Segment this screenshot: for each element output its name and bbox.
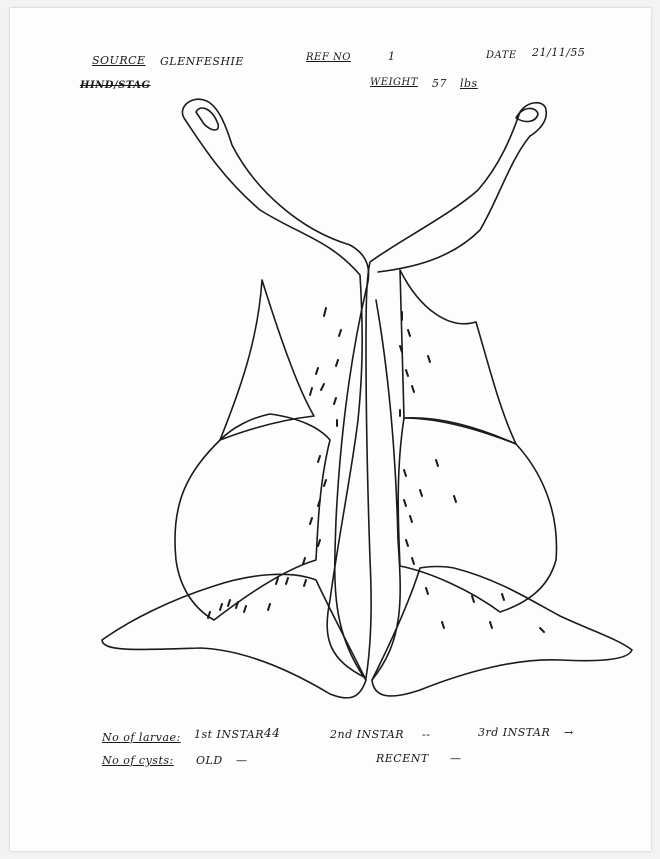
- left-horn-eye: [196, 108, 218, 130]
- larva-mark: [268, 604, 270, 610]
- left-horn-outline: [182, 99, 368, 678]
- larva-mark: [316, 368, 318, 374]
- larva-mark: [428, 356, 430, 362]
- larva-mark: [339, 330, 341, 336]
- larva-mark: [406, 540, 408, 546]
- old-label: OLD: [196, 754, 223, 767]
- larva-mark: [408, 330, 410, 336]
- third-instar-label: 3rd INSTAR: [478, 726, 550, 739]
- larva-mark: [404, 470, 406, 476]
- larva-mark: [420, 490, 422, 496]
- larva-mark: [286, 578, 288, 584]
- second-instar-label: 2nd INSTAR: [330, 728, 404, 741]
- larva-mark: [310, 388, 312, 395]
- larva-mark: [502, 594, 504, 600]
- right-lower-wing: [372, 567, 632, 696]
- larva-mark: [410, 516, 412, 522]
- right-mid-lobe: [398, 418, 556, 612]
- larva-mark: [310, 518, 312, 524]
- recent-value: —: [450, 752, 462, 765]
- first-instar-value: 44: [264, 726, 280, 740]
- larvae-marks: [208, 308, 544, 632]
- larva-mark: [412, 386, 414, 392]
- larva-mark: [454, 496, 456, 502]
- larva-mark: [540, 628, 544, 632]
- larva-mark: [321, 384, 324, 390]
- larva-mark: [244, 606, 246, 612]
- left-mid-lobe: [175, 414, 330, 620]
- old-value: —: [236, 754, 248, 767]
- left-lower-wing: [102, 574, 366, 698]
- larva-mark: [220, 604, 222, 610]
- larva-mark: [276, 578, 278, 584]
- larva-mark: [436, 460, 438, 466]
- right-horn-outline: [366, 103, 546, 678]
- second-instar-value: --: [422, 728, 430, 741]
- third-instar-value: →: [564, 726, 574, 739]
- larvae-label: No of larvae:: [102, 731, 181, 744]
- recent-label: RECENT: [376, 752, 429, 765]
- larva-mark: [334, 398, 336, 404]
- larva-mark: [412, 558, 414, 564]
- larva-mark: [228, 600, 230, 606]
- larva-mark: [336, 360, 338, 366]
- larva-mark: [426, 588, 428, 594]
- larva-mark: [404, 500, 406, 506]
- larva-mark: [406, 370, 408, 376]
- cysts-label: No of cysts:: [102, 754, 174, 767]
- central-crus-left: [335, 290, 366, 680]
- left-upper-wing: [220, 280, 314, 440]
- first-instar-label: 1st INSTAR: [194, 728, 264, 741]
- larva-mark: [318, 540, 320, 546]
- larva-mark: [442, 622, 444, 628]
- larva-mark: [324, 480, 326, 486]
- larva-mark: [304, 580, 306, 586]
- larva-mark: [490, 622, 492, 628]
- larva-mark: [472, 596, 474, 602]
- central-crus-right: [372, 300, 400, 680]
- larva-mark: [318, 456, 320, 462]
- larva-mark: [324, 308, 326, 316]
